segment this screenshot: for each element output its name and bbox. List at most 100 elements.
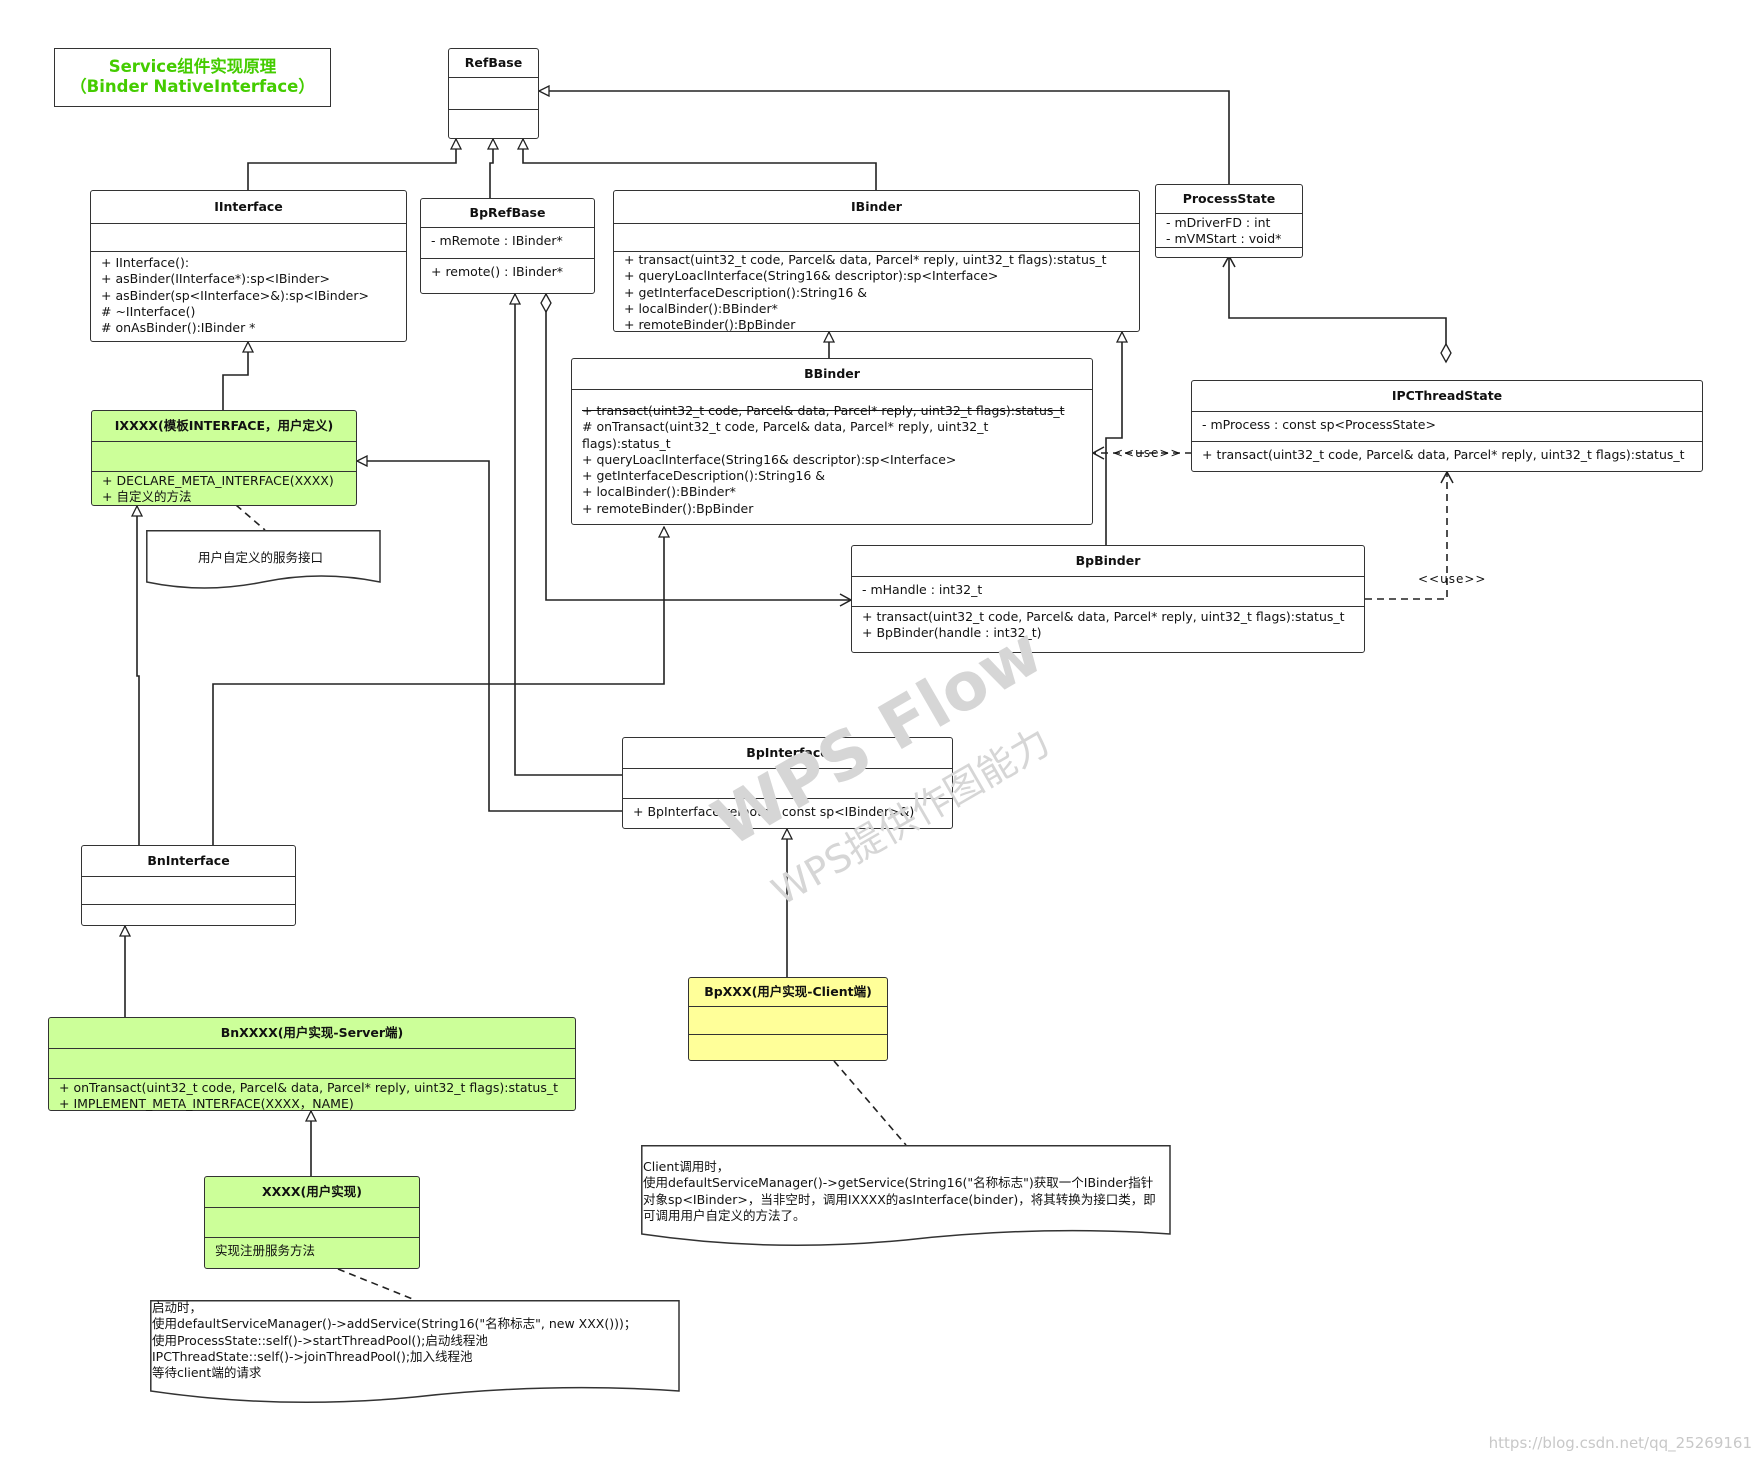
class-name: BBinder [804,366,860,381]
edge-bpbinder-use-ipc [1365,470,1454,600]
note-text: 启动时， 使用defaultServiceManager()->addServi… [152,1300,636,1381]
method-section: + transact(uint32_t code, Parcel& data, … [1192,441,1702,466]
class-name: IXXXX(模板INTERFACE，用户定义) [114,418,334,433]
attr-section [49,1048,575,1078]
method: + getInterfaceDescription():String16 & [582,468,826,484]
method: + localBinder():BBinder* [624,300,778,316]
class-name: XXXX(用户实现) [262,1184,362,1199]
attribute: - mVMStart : void* [1166,231,1282,246]
class-name: BpRefBase [469,205,546,220]
diamond-bprefbase [540,292,552,314]
note-user-interface: 用户自定义的服务接口 [146,530,381,592]
attr-section [614,223,1139,251]
attr-section [205,1207,419,1237]
title-line2: （Binder NativeInterface） [70,77,315,96]
class-bpbinder: BpBinder - mHandle : int32_t + transact(… [851,545,1365,653]
method: + IInterface(): [101,255,190,270]
edge-bprefbase-refbase [490,139,493,198]
method: flags):status_t [582,435,671,451]
edge-bpbinder-ibinder [1105,332,1122,545]
edge-bprefbase-bpbinder [545,294,853,607]
method-section: + transact(uint32_t code, Parcel& data, … [614,251,1139,336]
method: + queryLoaclInterface(String16& descript… [582,451,957,467]
attr-section: - mDriverFD : int - mVMStart : void* [1156,213,1302,247]
method-section [689,1034,887,1041]
use-label-ipc-bbinder: <<use>> [1113,446,1182,460]
note-shape [146,530,381,589]
diamond-ipcthreadstate [1440,342,1452,364]
method: + DECLARE_META_INTERFACE(XXXX) [102,473,334,488]
method-section: + DECLARE_META_INTERFACE(XXXX) + 自定义的方法 [92,471,356,509]
diagram-title: Service组件实现原理 （Binder NativeInterface） [54,48,331,107]
class-name: BpInterface [746,745,829,760]
class-processstate: ProcessState - mDriverFD : int - mVMStar… [1155,184,1303,258]
attribute: - mDriverFD : int [1166,215,1271,230]
edge-processstate-refbase [539,91,1230,184]
class-name: IInterface [214,199,283,214]
edge-ipcthreadstate-processstate [1222,254,1447,362]
class-bprefbase: BpRefBase - mRemote : IBinder* + remote(… [420,198,595,294]
method: + transact(uint32_t code, Parcel& data, … [1202,447,1685,462]
class-name: BpBinder [1075,553,1141,568]
method-section: + transact(uint32_t code, Parcel& data, … [852,606,1364,645]
method: + 自定义的方法 [102,489,192,505]
attr-section: - mHandle : int32_t [852,576,1364,606]
class-bninterface: BnInterface [81,845,296,926]
class-bbinder: BBinder + transact(uint32_t code, Parcel… [571,358,1093,525]
method-section: + BpInterface(remote : const sp<IBinder>… [623,798,952,823]
method-section: + onTransact(uint32_t code, Parcel& data… [49,1078,575,1116]
class-name: BpXXX(用户实现-Client端) [704,984,872,999]
method: + BpBinder(handle : int32_t) [862,625,1042,641]
method-section [82,904,295,911]
method: + localBinder():BBinder* [582,484,736,500]
method: # onAsBinder():IBinder * [101,320,256,336]
method: + asBinder(IInterface*):sp<IBinder> [101,271,331,287]
edge-bninterface-bbinder [212,527,664,845]
edge-bpinterface-bprefbase [515,294,622,776]
title-line1: Service组件实现原理 [108,57,277,76]
note-shape [150,1300,680,1404]
class-name: RefBase [464,55,523,70]
class-ixxxx: IXXXX(模板INTERFACE，用户定义) + DECLARE_META_I… [91,410,357,506]
note-text: Client调用时， 使用defaultServiceManager()->ge… [643,1159,1156,1224]
method: # onTransact(uint32_t code, Parcel& data… [582,419,989,435]
method: + asBinder(sp<IInterface>&):sp<IBinder> [101,287,369,303]
class-iinterface: IInterface + IInterface(): + asBinder(II… [90,190,407,342]
method: + onTransact(uint32_t code, Parcel& data… [59,1080,559,1095]
method-section: + IInterface(): + asBinder(IInterface*):… [91,251,406,339]
method-section [1156,247,1302,254]
attr-section: - mRemote : IBinder* [421,227,594,258]
note-line: IPCThreadState::self()->joinThreadPool()… [152,1348,473,1364]
method: + BpInterface(remote : const sp<IBinder>… [633,804,915,819]
method: # ~IInterface() [101,303,196,319]
attr-section [92,441,356,471]
attr-section [623,768,952,798]
attribute: - mRemote : IBinder* [431,233,563,248]
note-line: Client调用时， [643,1159,730,1174]
method-section: + remote() : IBinder* [421,258,594,283]
edge-ixxxx-iinterface [222,342,248,410]
class-bnxxxx: BnXXXX(用户实现-Server端) + onTransact(uint32… [48,1017,576,1111]
method: 实现注册服务方法 [215,1243,316,1258]
class-name: BnXXXX(用户实现-Server端) [220,1025,404,1040]
method: + transact(uint32_t code, Parcel& data, … [624,252,1107,267]
attr-section [572,389,1092,417]
method: + queryLoaclInterface(String16& descript… [624,268,999,284]
attr-section: - mProcess : const sp<ProcessState> [1192,411,1702,441]
use-label-bpbinder-ipc: <<use>> [1418,572,1487,586]
method-section [449,109,538,139]
attr-section [91,223,406,251]
note-link-xxxx [337,1268,416,1301]
note-line: 使用defaultServiceManager()->getService(St… [643,1175,1154,1191]
attribute: - mProcess : const sp<ProcessState> [1202,417,1436,432]
class-bpxxx: BpXXX(用户实现-Client端) [688,977,888,1061]
class-name: ProcessState [1182,191,1276,206]
note-link-ixxxx [235,504,266,531]
attr-section [689,1006,887,1034]
class-ipcthreadstate: IPCThreadState - mProcess : const sp<Pro… [1191,380,1703,472]
class-ibinder: IBinder + transact(uint32_t code, Parcel… [613,190,1140,332]
method-section: + transact(uint32_t code, Parcel& data, … [572,403,1092,517]
attr-section [82,876,295,904]
note-link-bpxxx [833,1060,907,1146]
